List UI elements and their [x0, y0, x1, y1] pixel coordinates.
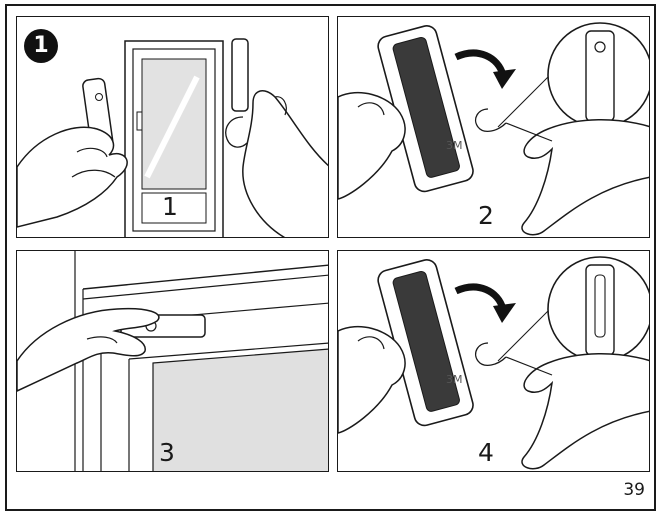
arrow-icon	[493, 303, 516, 323]
step-number-4: 4	[478, 440, 494, 465]
sticker-label: 3M	[446, 373, 463, 386]
panel-step-4: 3M 4	[337, 250, 650, 472]
panel-step-1: 1 1	[16, 16, 329, 238]
illustration-remove-backing-tape: 3M	[338, 17, 650, 238]
page-number: 39	[623, 480, 645, 500]
step-number-1: 1	[162, 194, 178, 219]
step-number-3: 3	[159, 440, 175, 465]
panel-step-3: 3	[16, 250, 329, 472]
illustration-remove-second-backing-tape: 3M	[338, 251, 650, 472]
step-number-2: 2	[478, 203, 494, 228]
sticker-label: 3M	[446, 139, 463, 152]
panel-step-2: 3M 2	[337, 16, 650, 238]
arrow-icon	[493, 69, 516, 89]
section-number-badge: 1	[24, 29, 58, 63]
